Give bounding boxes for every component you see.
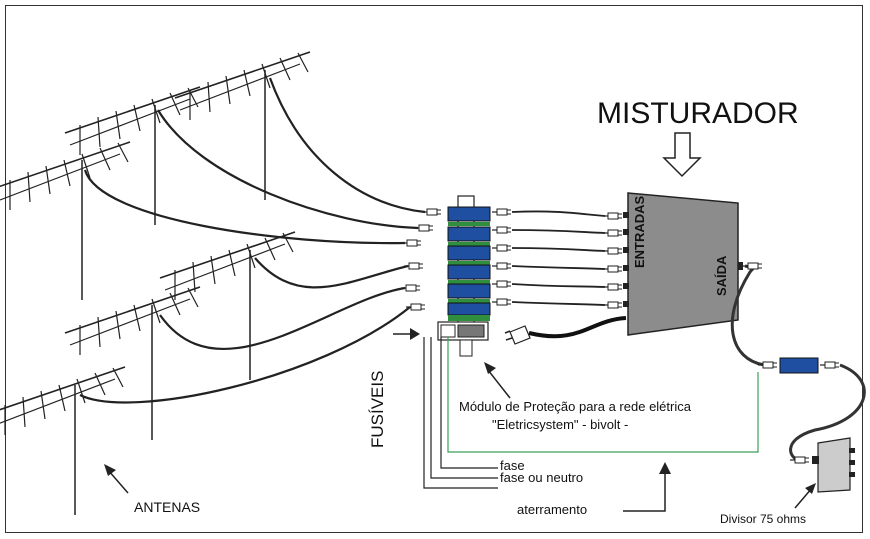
antenna-5 [64, 286, 201, 440]
fusiveis-label: FUSÍVEIS [368, 370, 387, 448]
antenna-4 [159, 231, 296, 380]
protection-module [437, 195, 491, 357]
aterramento-pointer-icon [623, 462, 671, 512]
antenna-6 [0, 366, 126, 515]
antenna-1 [174, 51, 311, 200]
antenas-pointer-icon [104, 464, 129, 494]
antenas-label: ANTENAS [134, 499, 201, 515]
splitter-cable [789, 363, 866, 462]
antenna-3 [0, 141, 131, 300]
mixer-box [623, 192, 743, 336]
electrical-wires [423, 337, 759, 489]
antenna-2 [64, 86, 201, 225]
antenna-connectors [400, 208, 442, 311]
power-plug-icon [504, 325, 531, 345]
diagram-frame [5, 5, 863, 533]
divisor-label: Divisor 75 ohms [720, 512, 807, 526]
fusiveis-pointer-icon [393, 328, 420, 340]
modulo-pointer-icon [484, 362, 511, 399]
power-cable [528, 316, 627, 339]
fase-label: fase [500, 458, 525, 473]
aterramento-label: aterramento [517, 502, 588, 517]
output-protector [757, 357, 840, 374]
mixer-input-cables [511, 210, 606, 306]
saida-label: SAÍDA [714, 255, 729, 296]
mixer-title: MISTURADOR [597, 97, 799, 130]
mixer-side-connectors [602, 212, 623, 309]
module-output-connectors [491, 208, 512, 306]
modulo-label-line1: Módulo de Proteção para a rede elétrica [459, 399, 691, 414]
antenna-cables [79, 77, 426, 404]
divisor-pointer-icon [794, 483, 816, 509]
hollow-down-arrow-icon [662, 132, 702, 178]
modulo-label-line2: "Eletricsystem" - bivolt - [492, 417, 629, 432]
entradas-label: ENTRADAS [632, 195, 647, 268]
splitter-box [789, 437, 855, 493]
fase-neutro-label: fase ou neutro [500, 470, 584, 485]
